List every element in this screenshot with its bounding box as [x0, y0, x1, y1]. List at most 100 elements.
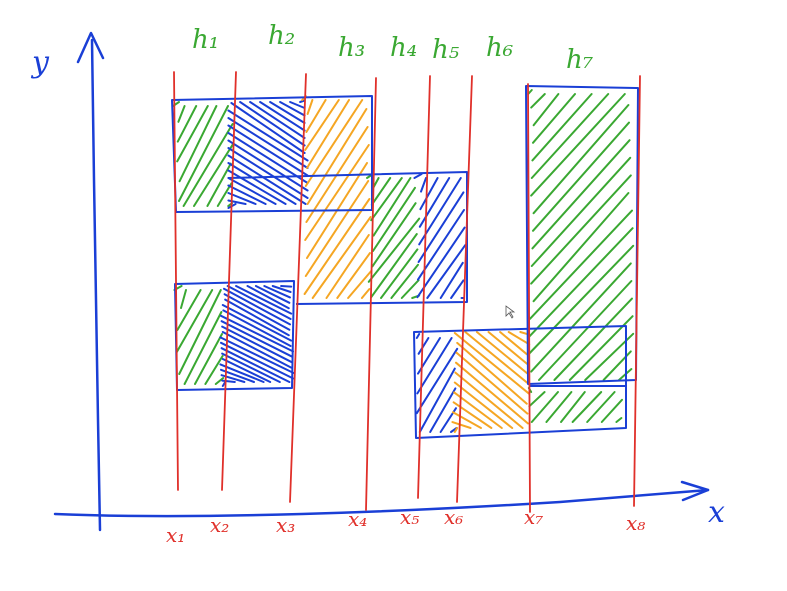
hatch-stroke — [306, 99, 350, 169]
hatch-stroke — [532, 104, 630, 215]
y-axis-arrowhead — [76, 31, 105, 64]
y-axis-label: y — [30, 45, 50, 80]
hatch-stroke — [532, 93, 576, 144]
hatch-stroke — [223, 293, 291, 331]
hatch-stroke — [400, 279, 420, 299]
cut-label: x₈ — [626, 511, 645, 535]
hatch-stroke — [194, 333, 223, 385]
hatch-stroke — [455, 351, 529, 415]
hatch-stroke — [370, 233, 418, 299]
hatch-stroke — [223, 287, 291, 326]
hatch-stroke — [259, 101, 306, 132]
hatch-stroke — [530, 262, 632, 373]
hatch-stroke — [390, 263, 419, 299]
hatch-stroke — [306, 108, 368, 205]
hatch-stroke — [304, 99, 340, 151]
cut-line — [417, 75, 431, 499]
hatch-stroke — [230, 102, 306, 154]
blue-hatch-region — [219, 285, 295, 387]
hatch-stroke — [532, 192, 630, 303]
hatch-stroke — [538, 280, 633, 381]
hatch-stroke — [227, 124, 309, 177]
hatch-stroke — [530, 174, 632, 285]
cut-line — [527, 83, 531, 513]
hatch-stroke — [530, 391, 559, 423]
hatch-stroke — [571, 391, 603, 423]
hatch-stroke — [528, 227, 634, 338]
hatch-stroke — [529, 209, 633, 320]
hatch-stroke — [206, 162, 232, 207]
hatch-stroke — [182, 123, 234, 207]
hatch-stroke — [227, 117, 309, 169]
hatch-stroke — [303, 198, 371, 295]
hatch-stroke — [416, 337, 453, 395]
hatch-stroke — [193, 142, 235, 207]
hatch-stroke — [216, 182, 233, 207]
hatch-stroke — [451, 421, 472, 429]
cut-line — [221, 71, 237, 491]
orange-hatch-region — [451, 331, 531, 433]
hatch-stroke — [487, 331, 529, 366]
hatch-stroke — [545, 391, 573, 423]
slab-label: h₇ — [566, 45, 594, 75]
blue-hatch-region — [227, 99, 309, 209]
hatch-stroke — [204, 355, 224, 385]
hatch-stroke — [417, 191, 465, 263]
hatch-stroke — [183, 311, 223, 385]
hatch-stroke — [418, 177, 451, 228]
hatch-stroke — [530, 93, 610, 179]
hatch-stroke — [615, 417, 623, 423]
hatch-stroke — [372, 177, 412, 237]
hatch-stroke — [415, 347, 459, 415]
hatch-stroke — [178, 105, 229, 202]
hatch-stroke — [530, 156, 632, 267]
hatch-stroke — [180, 289, 187, 309]
hatch-stroke — [453, 332, 531, 395]
hatch-stroke — [227, 154, 307, 205]
hatch-stroke — [325, 234, 370, 299]
hatch-stroke — [220, 347, 291, 383]
cut-lines — [173, 71, 641, 513]
hatch-stroke — [221, 379, 236, 383]
hatch-stroke — [178, 105, 218, 183]
hatch-stroke — [380, 248, 419, 299]
cut-line — [173, 71, 179, 491]
hatch-stroke — [176, 289, 202, 331]
hatch-stroke — [227, 177, 277, 205]
hatch-stroke — [226, 285, 292, 320]
cut-labels: x₁ x₂ x₃ x₄ x₅ x₆ x₇ x₈ — [166, 505, 645, 547]
slab-label: h₃ — [338, 33, 365, 63]
rectangle-bottom-right — [413, 325, 627, 439]
hatch-stroke — [289, 101, 306, 109]
mouse-cursor-icon — [505, 305, 516, 319]
green-hatch-region — [366, 173, 421, 299]
y-axis — [76, 31, 105, 532]
slab-label: h₅ — [432, 35, 460, 65]
hatch-stroke — [417, 337, 430, 355]
hatch-stroke — [527, 244, 635, 355]
hatch-stroke — [304, 99, 364, 187]
hatch-stroke — [426, 244, 467, 299]
hatch-stroke — [177, 105, 186, 123]
hatch-stroke — [450, 279, 465, 299]
cut-label: x₂ — [210, 513, 229, 537]
x-axis-label: x — [708, 495, 725, 530]
hatch-stroke — [306, 99, 314, 115]
hatch-stroke — [336, 252, 371, 299]
hatch-stroke — [219, 336, 295, 374]
hatch-stroke — [475, 331, 529, 375]
hatch-stroke — [311, 216, 372, 299]
hatch-stroke — [417, 209, 465, 281]
hatch-stroke — [227, 147, 309, 199]
hatch-stroke — [453, 391, 503, 429]
hatch-stroke — [453, 381, 514, 429]
hatch-stroke — [347, 270, 373, 299]
x-axis-arrowhead — [680, 480, 710, 502]
hatch-stroke — [532, 93, 560, 127]
hatch-stroke — [239, 101, 306, 147]
hatch-stroke — [454, 371, 524, 429]
hatch-stroke — [178, 289, 222, 375]
hatch-stroke — [280, 285, 293, 288]
cut-label: x₇ — [524, 505, 543, 529]
hatch-stroke — [416, 226, 466, 299]
